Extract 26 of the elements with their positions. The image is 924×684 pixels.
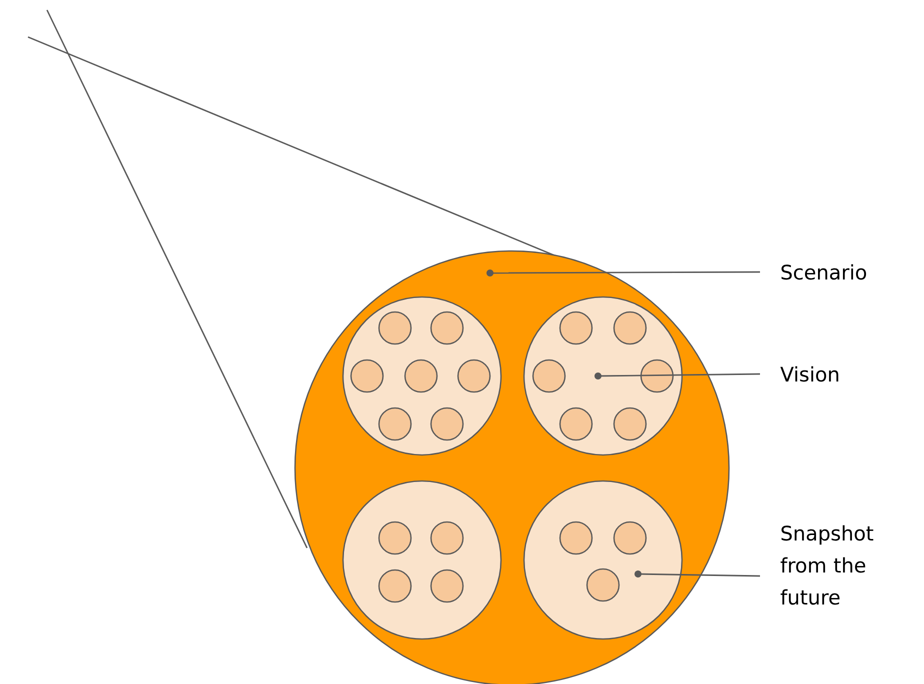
label-text: Scenario	[782, 264, 866, 280]
small-circle	[404, 359, 438, 393]
small-circle	[430, 311, 464, 345]
small-circle	[430, 521, 464, 555]
small-circle	[613, 521, 647, 555]
label-text: Snapshot from the future	[780, 525, 874, 605]
small-circle	[378, 311, 412, 345]
small-circle	[559, 521, 593, 555]
small-circle	[586, 568, 620, 602]
small-circle	[613, 311, 647, 345]
small-circle	[532, 359, 566, 393]
small-circle	[613, 407, 647, 441]
label-text: Vision	[780, 366, 838, 382]
small-circle	[430, 569, 464, 603]
small-circle	[559, 407, 593, 441]
leader-line	[634, 570, 760, 578]
leader-line	[486, 270, 760, 276]
small-circle	[457, 359, 491, 393]
small-circle	[350, 359, 384, 393]
small-circle	[378, 407, 412, 441]
small-circle	[378, 521, 412, 555]
small-circle	[640, 359, 674, 393]
leader-line	[594, 372, 760, 380]
small-circle	[378, 569, 412, 603]
small-circle	[559, 311, 593, 345]
small-circle	[430, 407, 464, 441]
